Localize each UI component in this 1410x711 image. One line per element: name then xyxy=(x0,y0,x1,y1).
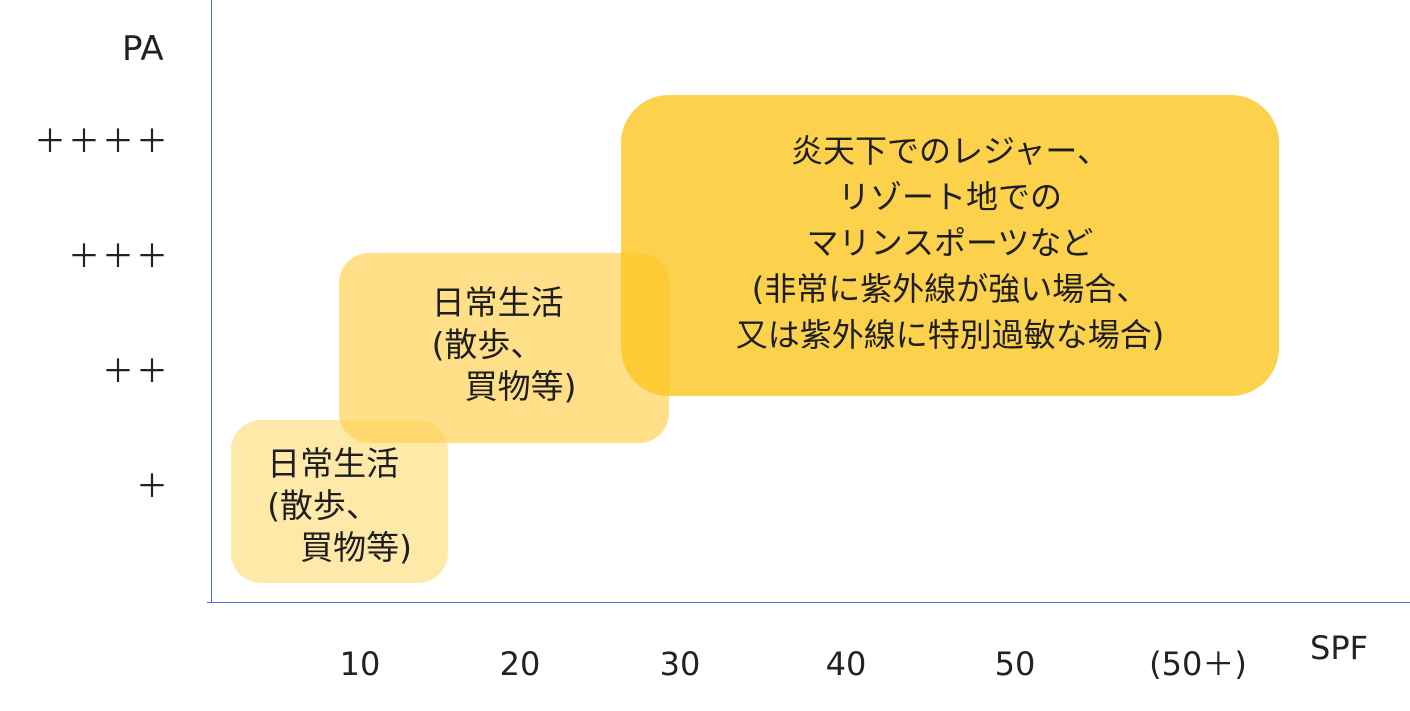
daily-life-box-mid-text: 日常生活 (散歩、 買物等) xyxy=(431,283,577,406)
x-tick-40: 40 xyxy=(825,645,867,683)
y-level-2: ＋＋ xyxy=(101,352,170,390)
x-tick-30: 30 xyxy=(659,645,701,683)
x-tick-20: 20 xyxy=(499,645,541,683)
x-tick-10: 10 xyxy=(339,645,381,683)
x-tick-50: 50 xyxy=(994,645,1036,683)
leisure-box-high: 炎天下でのレジャー、 リゾート地での マリンスポーツなど (非常に紫外線が強い場… xyxy=(621,95,1279,396)
y-level-3: ＋＋＋ xyxy=(67,237,170,275)
y-axis-line xyxy=(211,0,212,603)
x-axis-title: SPF xyxy=(1310,629,1369,667)
daily-life-box-low-text: 日常生活 (散歩、 買物等) xyxy=(267,443,412,567)
y-level-1: ＋ xyxy=(135,467,170,505)
daily-life-box-low: 日常生活 (散歩、 買物等) xyxy=(231,420,448,583)
leisure-box-high-text: 炎天下でのレジャー、 リゾート地での マリンスポーツなど (非常に紫外線が強い場… xyxy=(735,131,1165,354)
daily-life-box-mid: 日常生活 (散歩、 買物等) xyxy=(339,253,669,443)
x-axis-line xyxy=(207,602,1410,603)
x-tick-50-plus: (50＋) xyxy=(1149,645,1247,683)
y-axis-title: PA xyxy=(122,29,164,69)
y-level-4: ＋＋＋＋ xyxy=(33,122,170,160)
